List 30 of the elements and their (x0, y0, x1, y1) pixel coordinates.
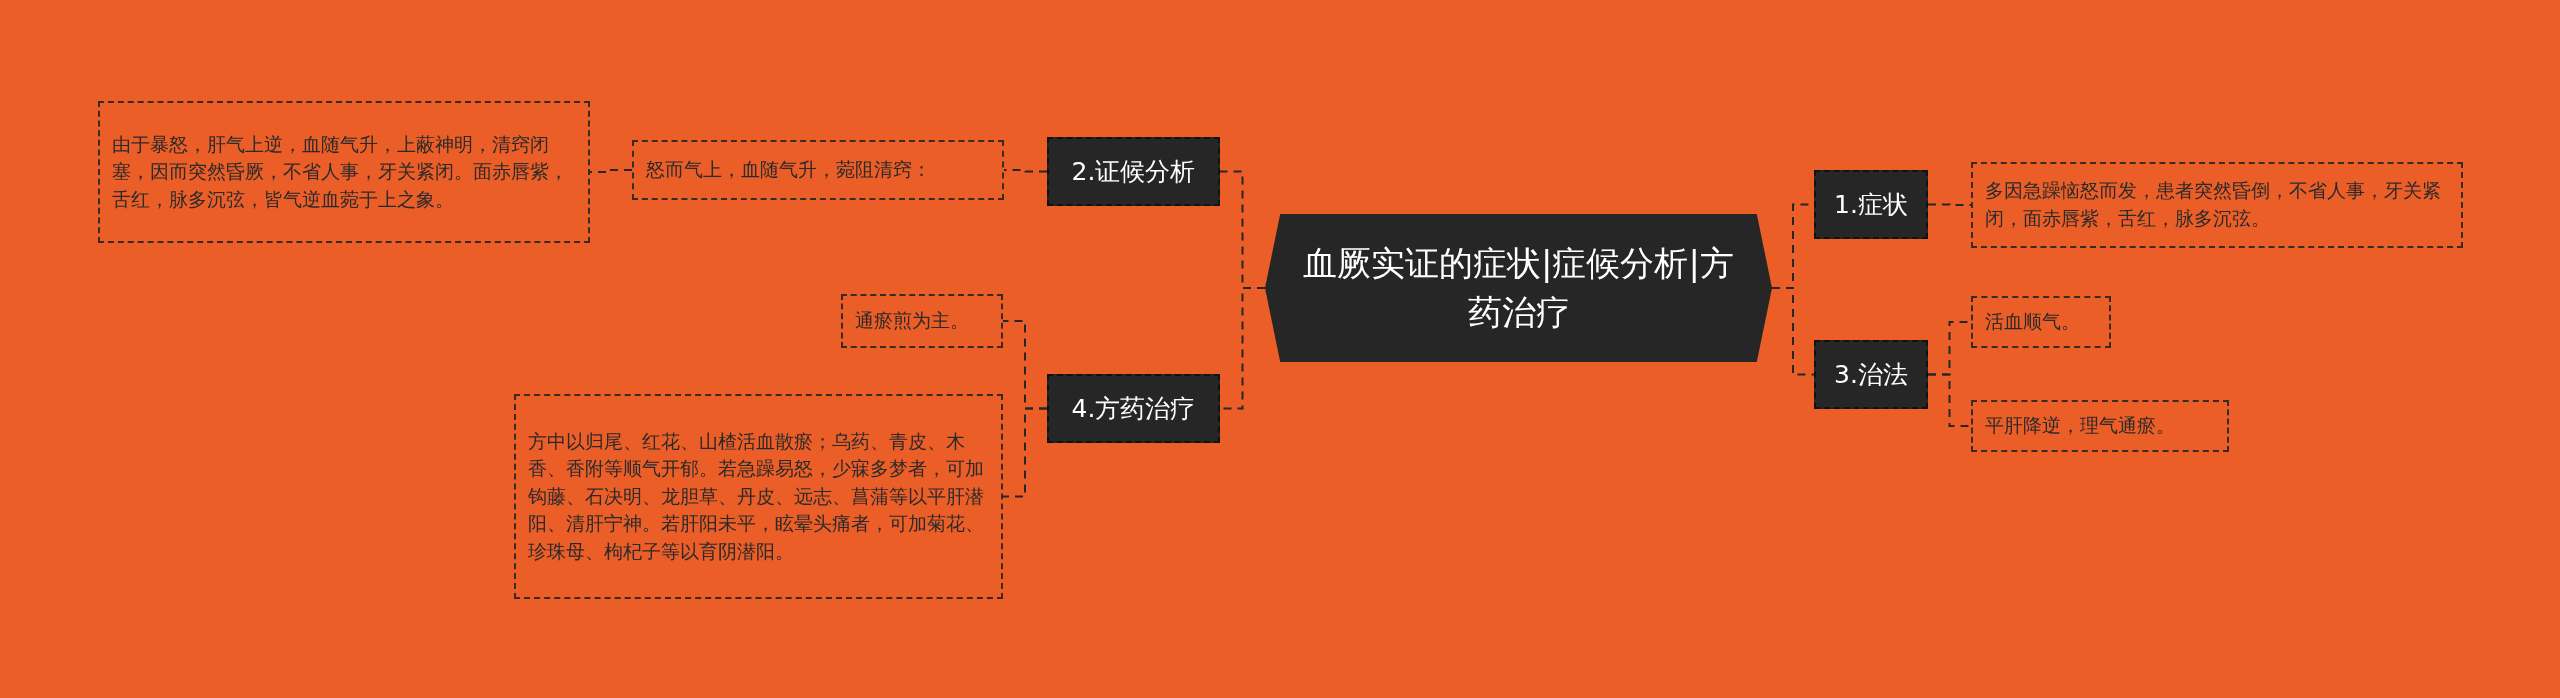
note-box (1971, 296, 2111, 348)
topic-box (1814, 340, 1928, 409)
topic-label: 2.证候分析 (1071, 156, 1196, 188)
note-text: 通瘀煎为主。 (855, 308, 969, 334)
note-box (1971, 400, 2229, 452)
connector-line (1003, 169, 1048, 173)
note-text: 怒而气上，血随气升，菀阻清窍： (646, 157, 931, 183)
note-box (632, 140, 1004, 200)
note-box (1971, 162, 2463, 248)
topic-box (1814, 170, 1928, 239)
note-text: 多因急躁恼怒而发，患者突然昏倒，不省人事，牙关紧闭，面赤唇紫，舌红，脉多沉弦。 (1985, 178, 2442, 231)
topic-label: 3.治法 (1834, 359, 1908, 391)
note-text: 活血顺气。 (1985, 309, 2080, 335)
note-box (514, 394, 1003, 599)
topic-label: 1.症状 (1834, 189, 1908, 221)
connector-line (1002, 407, 1048, 498)
note-text: 由于暴怒，肝气上逆，血随气升，上蔽神明，清窍闭塞，因而突然昏厥，不省人事，牙关紧闭。面赤唇紫，舌红，脉多沉弦，皆气逆血菀于上之象。 (112, 131, 569, 212)
connector-line (1771, 287, 1815, 376)
topic-box (1047, 137, 1220, 206)
topic-label: 4.方药治疗 (1071, 393, 1196, 425)
central-topic (1265, 214, 1772, 362)
topic-title: 血厥实证的症状|症候分析|方药治疗 (1302, 241, 1735, 334)
topic-box (1047, 374, 1220, 443)
connector-line (1927, 203, 1972, 206)
note-text: 方中以归尾、红花、山楂活血散瘀；乌药、青皮、木香、香附等顺气开郁。若急躁易怒，少寐多梦者，可加钩藤、石决明、龙胆草、丹皮、远志、菖蒲等以平肝潜阳、清肝宁神。若肝阳未平，眩晕头痛者，可加菊花、珍珠母、枸杞子等以育阴潜阳。 (528, 428, 985, 564)
note-text: 平肝降逆，理气通瘀。 (1985, 413, 2175, 439)
note-box (841, 294, 1003, 348)
connector-line (1927, 373, 1972, 427)
note-box (98, 101, 590, 243)
connector-line (589, 169, 633, 173)
